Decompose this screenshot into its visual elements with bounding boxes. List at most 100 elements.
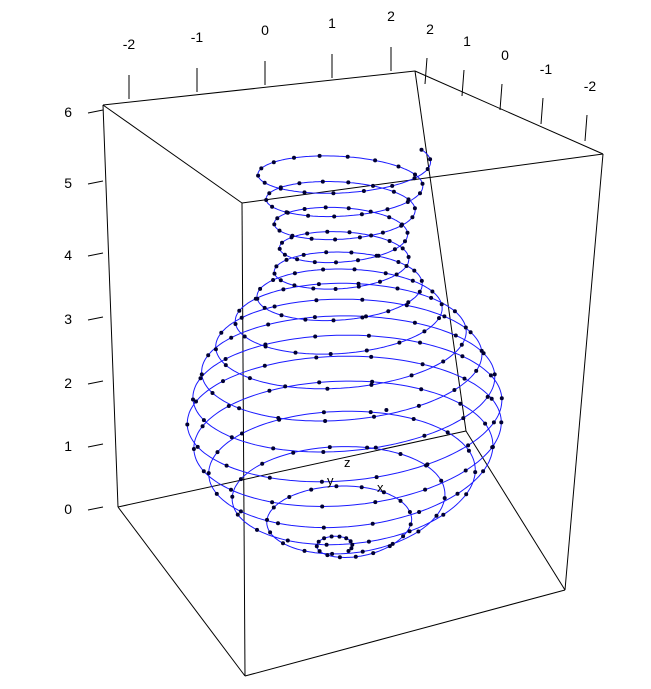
data-point-27 bbox=[268, 530, 273, 535]
data-point-119 bbox=[271, 446, 276, 451]
box-edge-1 bbox=[465, 430, 566, 591]
x-tick-label-4: 2 bbox=[387, 8, 395, 24]
data-point-268 bbox=[418, 191, 422, 196]
data-point-255 bbox=[346, 180, 351, 185]
data-point-270 bbox=[413, 172, 417, 177]
data-point-25 bbox=[271, 505, 276, 510]
data-point-31 bbox=[360, 549, 365, 554]
data-point-110 bbox=[418, 340, 422, 345]
data-point-118 bbox=[229, 435, 234, 440]
y-tick-label-2: 0 bbox=[501, 47, 509, 63]
data-point-281 bbox=[302, 190, 307, 195]
data-point-23 bbox=[309, 487, 314, 492]
data-point-15 bbox=[387, 544, 392, 549]
data-point-226 bbox=[295, 257, 300, 262]
data-point-266 bbox=[385, 207, 390, 212]
data-point-65 bbox=[276, 521, 280, 526]
data-point-210 bbox=[333, 287, 338, 291]
data-point-130 bbox=[312, 315, 317, 320]
data-point-8 bbox=[316, 539, 321, 544]
data-point-160 bbox=[459, 342, 464, 347]
z-tick-3 bbox=[87, 316, 104, 321]
data-point-89 bbox=[499, 420, 504, 425]
data-point-49 bbox=[366, 539, 371, 544]
data-point-193 bbox=[360, 315, 365, 320]
data-point-211 bbox=[356, 284, 361, 289]
data-point-253 bbox=[391, 189, 396, 194]
data-point-87 bbox=[463, 468, 468, 473]
box-edge-5 bbox=[414, 70, 604, 155]
data-point-32 bbox=[390, 541, 395, 546]
data-point-271 bbox=[396, 164, 401, 169]
y-tick-0 bbox=[424, 57, 428, 85]
data-point-208 bbox=[292, 283, 297, 288]
data-point-243 bbox=[277, 228, 282, 233]
data-point-70 bbox=[481, 469, 486, 474]
data-point-7 bbox=[322, 536, 327, 541]
data-point-121 bbox=[373, 445, 378, 450]
data-point-282 bbox=[331, 191, 336, 196]
data-point-60 bbox=[240, 431, 244, 436]
data-point-259 bbox=[267, 191, 272, 196]
data-point-261 bbox=[270, 204, 275, 209]
data-point-4 bbox=[344, 536, 349, 541]
data-point-104 bbox=[425, 462, 430, 467]
data-point-72 bbox=[483, 421, 488, 426]
data-point-256 bbox=[320, 179, 325, 184]
data-point-206 bbox=[272, 271, 277, 276]
data-point-172 bbox=[263, 344, 268, 349]
data-point-35 bbox=[442, 496, 447, 501]
data-point-100 bbox=[224, 463, 229, 468]
data-point-64 bbox=[238, 509, 243, 514]
data-point-116 bbox=[191, 397, 195, 402]
data-point-22 bbox=[334, 484, 339, 489]
data-point-1 bbox=[349, 546, 354, 551]
data-point-109 bbox=[460, 354, 465, 359]
data-point-5 bbox=[337, 534, 342, 539]
data-point-187 bbox=[258, 286, 263, 291]
data-point-127 bbox=[453, 333, 458, 338]
data-point-108 bbox=[488, 373, 493, 378]
x-tick-label-1: -1 bbox=[191, 29, 204, 45]
data-point-158 bbox=[409, 373, 414, 378]
data-point-19 bbox=[398, 498, 403, 503]
data-point-202 bbox=[324, 250, 329, 255]
data-point-36 bbox=[439, 478, 444, 483]
data-point-238 bbox=[323, 205, 328, 210]
data-point-51 bbox=[441, 512, 446, 517]
data-point-129 bbox=[364, 314, 368, 319]
data-point-6 bbox=[329, 534, 334, 539]
data-point-9 bbox=[314, 544, 319, 549]
data-point-46 bbox=[255, 527, 259, 532]
data-point-192 bbox=[331, 318, 336, 323]
data-point-248 bbox=[380, 230, 385, 235]
data-point-228 bbox=[334, 260, 338, 265]
data-point-85 bbox=[373, 500, 378, 505]
z-tick-label-3: 3 bbox=[64, 311, 72, 327]
data-point-157 bbox=[369, 382, 374, 387]
data-point-232 bbox=[403, 239, 407, 244]
data-point-76 bbox=[317, 380, 322, 385]
data-point-237 bbox=[346, 206, 351, 211]
data-point-196 bbox=[417, 289, 422, 294]
data-point-67 bbox=[370, 521, 375, 526]
data-point-180 bbox=[430, 289, 435, 294]
data-point-217 bbox=[387, 239, 392, 243]
data-point-3 bbox=[348, 539, 353, 544]
data-point-245 bbox=[309, 236, 314, 241]
data-point-175 bbox=[364, 348, 369, 353]
box-edge-3 bbox=[117, 506, 246, 677]
data-point-269 bbox=[420, 181, 425, 186]
data-point-167 bbox=[281, 287, 286, 292]
data-point-207 bbox=[278, 278, 283, 283]
data-point-57 bbox=[368, 410, 373, 415]
data-point-183 bbox=[352, 267, 357, 272]
data-point-143 bbox=[479, 348, 484, 353]
data-point-73 bbox=[458, 401, 463, 406]
data-point-50 bbox=[407, 529, 412, 534]
data-point-56 bbox=[411, 417, 416, 421]
data-point-128 bbox=[412, 320, 417, 325]
data-point-277 bbox=[259, 166, 264, 171]
x-tick-label-2: 0 bbox=[261, 22, 269, 38]
data-point-47 bbox=[285, 538, 290, 543]
